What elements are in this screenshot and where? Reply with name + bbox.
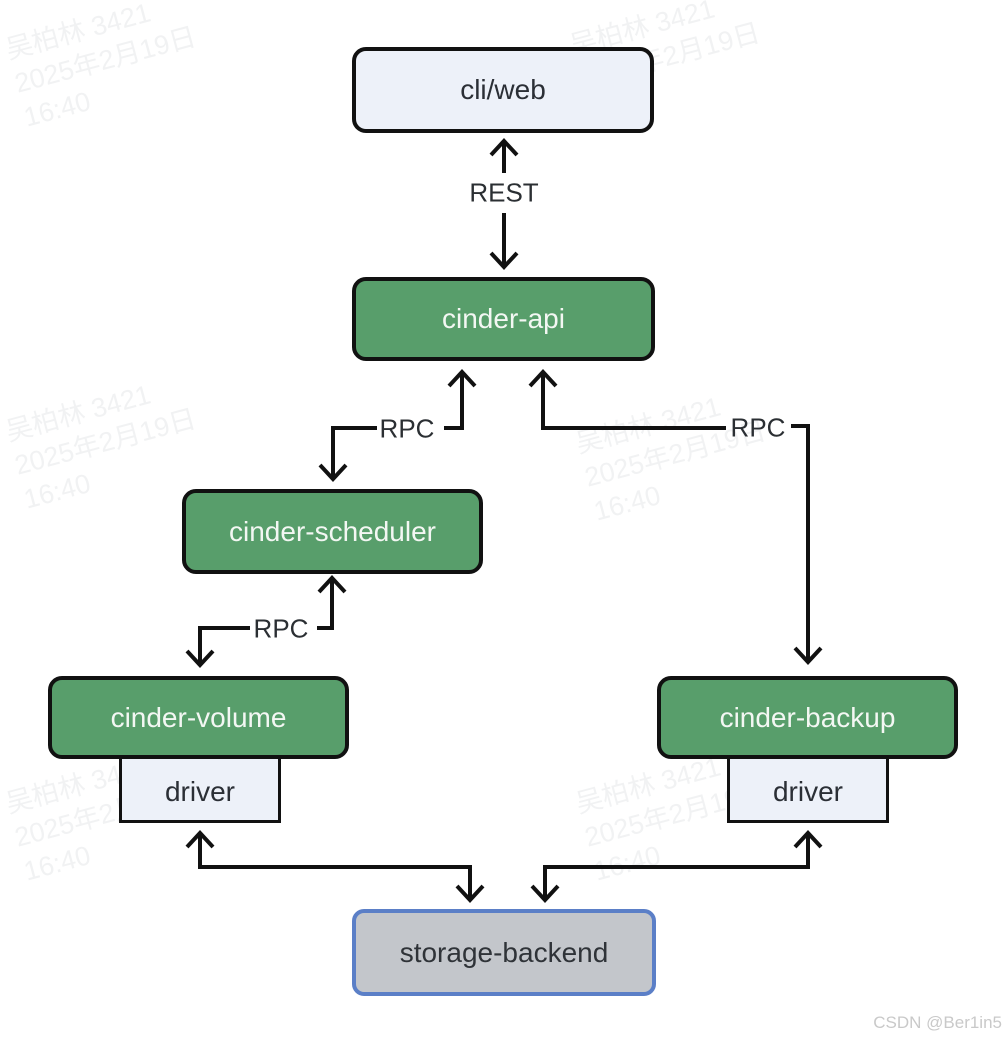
node-label: cinder-scheduler xyxy=(229,515,436,547)
edge-cinderapi-cinderbackup xyxy=(528,369,823,665)
node-label: cinder-api xyxy=(442,303,565,334)
arrowhead-down-icon xyxy=(489,251,519,270)
edge-drivervolume-storagebackend xyxy=(185,830,485,903)
arrowhead-down-icon xyxy=(793,646,823,665)
edge-label-rest: REST xyxy=(469,177,539,208)
edge-line xyxy=(198,835,472,899)
edge-label-rpc-backup: RPC xyxy=(730,412,786,443)
arrowhead-up-icon xyxy=(185,830,215,849)
arrowhead-up-icon xyxy=(489,138,519,157)
node-cinder-scheduler: cinder-scheduler xyxy=(182,489,483,574)
arrowhead-up-icon xyxy=(317,575,347,594)
edge-cliweb-cinderapi xyxy=(489,138,519,270)
edge-line xyxy=(331,426,377,478)
edge-line xyxy=(541,374,726,430)
node-storage-backend: storage-backend xyxy=(352,909,656,996)
node-label: storage-backend xyxy=(399,936,609,968)
arrowhead-down-icon xyxy=(455,884,485,903)
edge-line xyxy=(791,424,810,661)
edge-line xyxy=(444,374,464,430)
node-cli-web: cli/web xyxy=(352,47,654,133)
edge-label-rpc-volume: RPC xyxy=(253,613,309,644)
edge-cinderscheduler-cindervolume xyxy=(185,575,347,668)
arrowhead-down-icon xyxy=(185,649,215,668)
node-label: driver xyxy=(164,776,235,807)
arrowhead-down-icon xyxy=(530,884,560,903)
arrowhead-up-icon xyxy=(447,369,477,388)
csdn-credit: CSDN @Ber1in5 xyxy=(873,1013,1002,1032)
edge-line xyxy=(543,835,810,899)
node-label: driver xyxy=(772,776,843,807)
arrowhead-down-icon xyxy=(318,463,348,482)
node-label: cli/web xyxy=(460,74,546,105)
node-cinder-backup: cinder-backup xyxy=(657,676,958,759)
arrowhead-up-icon xyxy=(528,369,558,388)
edge-label-rpc-scheduler: RPC xyxy=(379,413,435,444)
edge-driverbackup-storagebackend xyxy=(530,830,823,903)
node-cinder-volume: cinder-volume xyxy=(48,676,349,759)
edge-line xyxy=(198,626,250,664)
edge-cinderapi-cinderscheduler xyxy=(318,369,477,482)
edge-line xyxy=(317,580,334,630)
node-cinder-api: cinder-api xyxy=(352,277,655,361)
node-label: cinder-backup xyxy=(719,701,896,733)
node-label: cinder-volume xyxy=(110,701,287,733)
arrowhead-up-icon xyxy=(793,830,823,849)
